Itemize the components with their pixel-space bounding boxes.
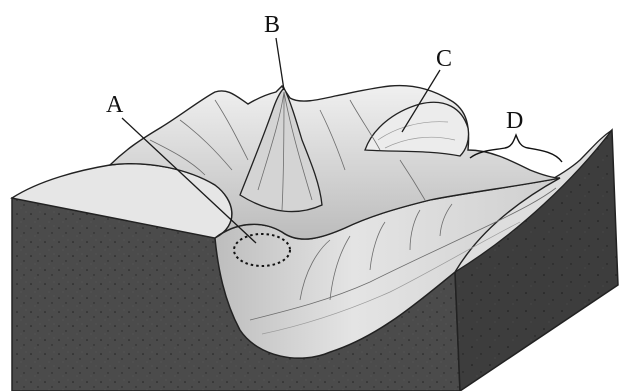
leader-b <box>276 38 284 90</box>
label-a: A <box>106 92 124 118</box>
label-d: D <box>506 108 523 134</box>
label-b: B <box>264 12 280 38</box>
label-c: C <box>436 46 452 72</box>
